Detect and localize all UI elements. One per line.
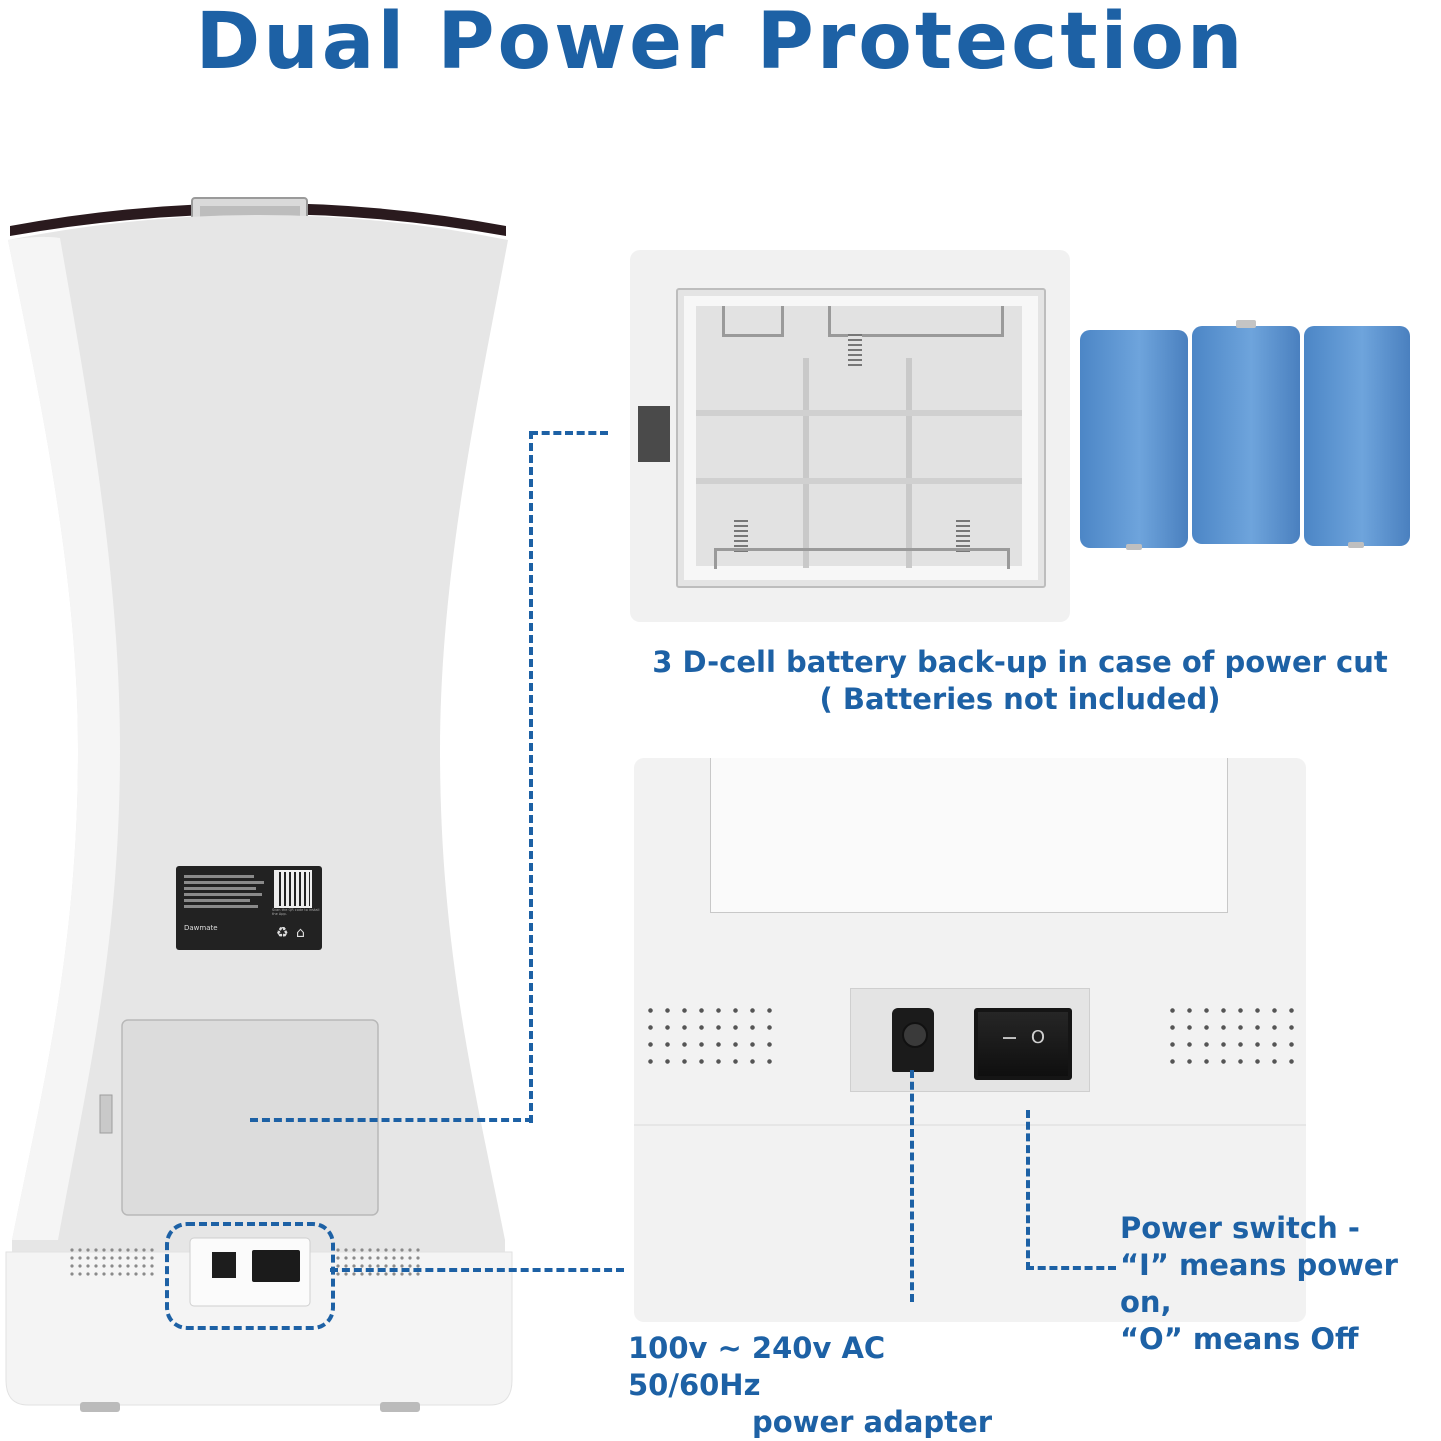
adapter-caption: 100v ~ 240v AC 50/60Hz power adapter bbox=[620, 1330, 992, 1441]
battery-image bbox=[1192, 320, 1300, 544]
power-panel-closeup-image: I O bbox=[634, 758, 1306, 1322]
brand-text: Dawmate bbox=[184, 924, 218, 932]
battery-leader-line bbox=[529, 431, 533, 1123]
battery-caption: 3 D-cell battery back-up in case of powe… bbox=[640, 644, 1400, 718]
switch-caption-line2: “I” means power on, bbox=[1120, 1248, 1398, 1319]
battery-caption-line1: 3 D-cell battery back-up in case of powe… bbox=[652, 645, 1388, 679]
recycle-icon: ♻ bbox=[276, 925, 289, 941]
page-title: Dual Power Protection bbox=[195, 0, 1246, 87]
adapter-leader-line bbox=[910, 1070, 914, 1302]
battery-leader-line bbox=[250, 1118, 533, 1122]
power-panel-highlight bbox=[165, 1222, 335, 1330]
battery-image bbox=[1080, 330, 1188, 550]
qr-hint: Scan the QR code to install the App. bbox=[272, 908, 320, 916]
switch-caption-line1: Power switch - bbox=[1120, 1211, 1360, 1245]
battery-caption-line2: ( Batteries not included) bbox=[819, 682, 1221, 716]
battery-compartment-image bbox=[630, 250, 1070, 622]
home-icon: ⌂ bbox=[296, 925, 305, 941]
battery-leader-line bbox=[530, 431, 608, 435]
switch-leader-line bbox=[1026, 1110, 1030, 1270]
pet-feeder-image bbox=[5, 197, 513, 1412]
switch-on-symbol: I bbox=[998, 1035, 1019, 1041]
qr-code-icon bbox=[274, 870, 312, 908]
dc-jack bbox=[892, 1008, 934, 1072]
battery-image bbox=[1304, 326, 1410, 548]
rocker-switch: I O bbox=[974, 1008, 1072, 1080]
power-panel-leader-line bbox=[330, 1268, 624, 1272]
product-label: Scan the QR code to install the App. Daw… bbox=[176, 866, 322, 950]
switch-caption: Power switch - “I” means power on, “O” m… bbox=[1120, 1210, 1440, 1358]
adapter-caption-line2: power adapter bbox=[751, 1405, 992, 1439]
switch-leader-line bbox=[1026, 1266, 1116, 1270]
switch-off-symbol: O bbox=[1030, 1027, 1046, 1048]
adapter-caption-line1: 100v ~ 240v AC 50/60Hz bbox=[628, 1331, 886, 1402]
switch-caption-line3: “O” means Off bbox=[1120, 1322, 1359, 1356]
